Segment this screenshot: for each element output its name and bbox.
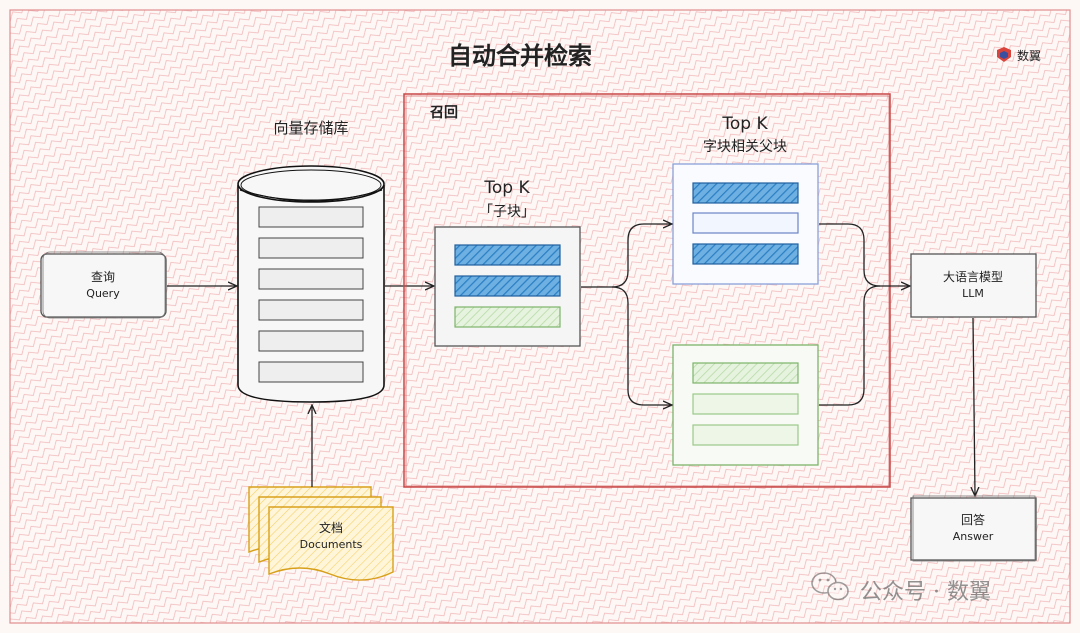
documents-label-en: Documents (300, 538, 363, 551)
query-label-zh: 查询 (91, 270, 115, 284)
parent-chunk-green-light (692, 393, 799, 415)
arrow-child-to-parent-blue (581, 224, 671, 288)
brand-name: 数翼 (1017, 48, 1041, 63)
page-title: 自动合并检索 (448, 41, 592, 70)
llm-label-zh: 大语言模型 (943, 270, 1003, 284)
parent-chunk-green (692, 362, 799, 384)
parent-chunk-light (692, 212, 799, 234)
parent-chunks-subtitle: 字块相关父块 (703, 139, 787, 155)
documents-stack: 文档 Documents (248, 486, 394, 581)
query-label-en: Query (86, 287, 120, 300)
child-chunk-blue (454, 244, 561, 266)
recall-region: 召回 (403, 93, 891, 488)
parent-chunk-blue (692, 182, 799, 204)
documents-label-zh: 文档 (319, 520, 343, 535)
arrow-parent-blue-to-llm (819, 223, 909, 286)
wechat-icon (811, 572, 849, 601)
watermark-text: 公众号 · 数翼 (860, 580, 991, 605)
arrow-child-to-parent-green (611, 286, 671, 405)
vector-store-label: 向量存储库 (273, 119, 348, 137)
store-chunk (258, 237, 364, 259)
brand-logo: 数翼 (997, 47, 1041, 63)
store-chunk (258, 268, 364, 290)
query-box: 查询 Query (40, 251, 167, 319)
store-chunk (258, 206, 364, 228)
parent-chunk-green-light (692, 424, 799, 446)
child-chunk-green (454, 306, 561, 328)
brand-shield-inner (1000, 51, 1008, 59)
llm-label-en: LLM (962, 287, 984, 300)
child-chunks-box (434, 226, 581, 347)
vector-store-cylinder (237, 165, 385, 403)
parent-chunk-blue (692, 243, 799, 265)
recall-label: 召回 (430, 105, 458, 121)
store-chunk (258, 299, 364, 321)
parent-chunks-blue-box (672, 163, 819, 285)
store-chunk (258, 330, 364, 352)
store-chunk (258, 361, 364, 383)
child-chunk-blue (454, 275, 561, 297)
llm-box: 大语言模型 LLM (910, 253, 1037, 318)
parent-chunks-green-box (672, 344, 819, 466)
child-chunks-subtitle: 「子块」 (479, 204, 535, 220)
answer-box: 回答 Answer (910, 495, 1037, 562)
watermark: 公众号 · 数翼 (811, 572, 991, 605)
arrow-parent-green-to-llm (819, 285, 881, 406)
answer-label-zh: 回答 (961, 512, 985, 527)
arrow-llm-to-answer (973, 317, 975, 495)
parent-chunks-title: Top K (721, 114, 768, 134)
answer-label-en: Answer (953, 530, 994, 543)
child-chunks-title: Top K (483, 178, 530, 198)
